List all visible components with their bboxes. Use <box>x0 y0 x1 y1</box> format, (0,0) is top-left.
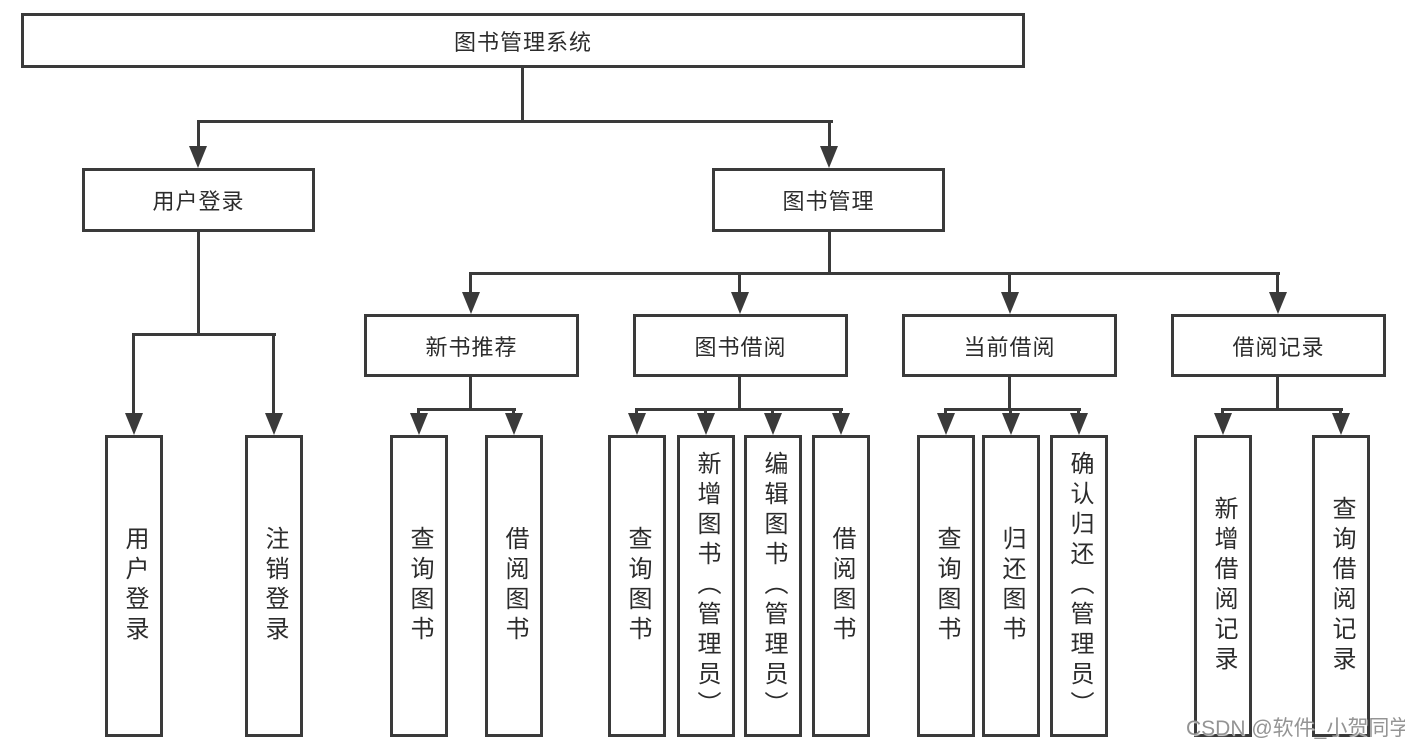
arrowhead-book-management-icon <box>820 146 838 168</box>
leaf-cb-query-books: 查询图书 <box>917 435 975 737</box>
leaf-br-query-record: 查询借阅记录 <box>1312 435 1370 737</box>
node-book-management-label: 图书管理 <box>782 189 875 214</box>
connector-drop-book-management <box>828 120 831 150</box>
leaf-bb-add-books-admin: 新增图书（管理员） <box>677 435 735 737</box>
arrowhead-cb-query-icon <box>937 413 955 435</box>
connector-drop-current-borrow <box>1008 272 1011 296</box>
node-new-book-recommend: 新书推荐 <box>364 314 579 377</box>
leaf-logout-label: 注销登录 <box>261 526 288 646</box>
leaf-cb-return-books: 归还图书 <box>982 435 1040 737</box>
node-user-login: 用户登录 <box>82 168 315 232</box>
connector-drop-book-borrow <box>738 272 741 296</box>
arrowhead-rec-borrow-icon <box>505 413 523 435</box>
arrowhead-br-query-icon <box>1332 413 1350 435</box>
leaf-cb-confirm-return-admin-label: 确认归还（管理员） <box>1066 451 1093 721</box>
leaf-bb-add-books-admin-label: 新增图书（管理员） <box>693 451 720 721</box>
leaf-cb-confirm-return-admin: 确认归还（管理员） <box>1050 435 1108 737</box>
arrowhead-cb-return-icon <box>1002 413 1020 435</box>
leaf-user-login: 用户登录 <box>105 435 163 737</box>
arrowhead-new-book-recommend-icon <box>462 292 480 314</box>
leaf-br-add-record-label: 新增借阅记录 <box>1210 496 1237 676</box>
arrowhead-borrow-records-icon <box>1269 292 1287 314</box>
arrowhead-bb-add-icon <box>697 413 715 435</box>
connector-drop-leaf-user-login <box>132 333 135 417</box>
connector-book-borrow-stem <box>738 377 741 411</box>
connector-new-book-recommend-rail <box>417 408 516 411</box>
leaf-cb-query-books-label: 查询图书 <box>933 526 960 646</box>
leaf-rec-query-books-label: 查询图书 <box>406 526 433 646</box>
connector-book-management-stem <box>828 232 831 275</box>
arrowhead-br-add-icon <box>1214 413 1232 435</box>
arrowhead-user-login-icon <box>189 146 207 168</box>
arrowhead-leaf-user-login-icon <box>125 413 143 435</box>
leaf-rec-borrow-books: 借阅图书 <box>485 435 543 737</box>
csdn-watermark: CSDN @软件_小贺同学 <box>1186 717 1405 740</box>
leaf-user-login-label: 用户登录 <box>121 526 148 646</box>
connector-borrow-records-stem <box>1276 377 1279 411</box>
leaf-rec-query-books: 查询图书 <box>390 435 448 737</box>
connector-book-management-rail <box>470 272 1280 275</box>
leaf-bb-edit-books-admin-label: 编辑图书（管理员） <box>760 451 787 721</box>
connector-borrow-records-rail <box>1221 408 1343 411</box>
connector-drop-user-login <box>197 120 200 150</box>
connector-user-login-stem <box>197 232 200 336</box>
leaf-bb-query-books: 查询图书 <box>608 435 666 737</box>
node-borrow-records-label: 借阅记录 <box>1232 334 1325 360</box>
leaf-bb-query-books-label: 查询图书 <box>624 526 651 646</box>
connector-root-rail <box>197 120 833 123</box>
connector-current-borrow-rail <box>944 408 1081 411</box>
connector-book-borrow-rail <box>635 408 843 411</box>
arrowhead-bb-edit-icon <box>764 413 782 435</box>
connector-new-book-recommend-stem <box>469 377 472 411</box>
arrowhead-cb-confirm-icon <box>1070 413 1088 435</box>
leaf-br-query-record-label: 查询借阅记录 <box>1328 496 1355 676</box>
node-new-book-recommend-label: 新书推荐 <box>425 334 518 360</box>
node-root-label: 图书管理系统 <box>453 29 592 55</box>
node-user-login-label: 用户登录 <box>152 189 245 214</box>
leaf-rec-borrow-books-label: 借阅图书 <box>501 526 528 646</box>
arrowhead-current-borrow-icon <box>1001 292 1019 314</box>
arrowhead-leaf-logout-icon <box>265 413 283 435</box>
connector-root-stem <box>521 68 524 120</box>
connector-current-borrow-stem <box>1008 377 1011 411</box>
arrowhead-rec-query-icon <box>410 413 428 435</box>
leaf-bb-edit-books-admin: 编辑图书（管理员） <box>744 435 802 737</box>
node-book-borrow: 图书借阅 <box>633 314 848 377</box>
node-current-borrow-label: 当前借阅 <box>963 334 1056 360</box>
node-book-borrow-label: 图书借阅 <box>694 334 787 360</box>
leaf-cb-return-books-label: 归还图书 <box>998 526 1025 646</box>
node-borrow-records: 借阅记录 <box>1171 314 1386 377</box>
arrowhead-bb-query-icon <box>628 413 646 435</box>
leaf-logout: 注销登录 <box>245 435 303 737</box>
connector-user-login-rail <box>132 333 276 336</box>
node-book-management: 图书管理 <box>712 168 945 232</box>
node-current-borrow: 当前借阅 <box>902 314 1117 377</box>
leaf-br-add-record: 新增借阅记录 <box>1194 435 1252 737</box>
connector-drop-borrow-records <box>1276 272 1279 296</box>
leaf-bb-borrow-books: 借阅图书 <box>812 435 870 737</box>
connector-drop-leaf-logout <box>272 333 275 417</box>
connector-drop-new-book-recommend <box>469 272 472 296</box>
leaf-bb-borrow-books-label: 借阅图书 <box>828 526 855 646</box>
arrowhead-book-borrow-icon <box>731 292 749 314</box>
arrowhead-bb-borrow-icon <box>832 413 850 435</box>
node-root: 图书管理系统 <box>21 13 1025 68</box>
